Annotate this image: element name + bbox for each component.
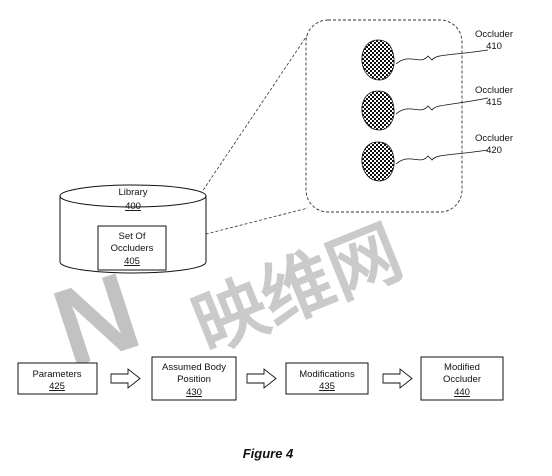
occluder-set-box: Set Of Occluders 405 xyxy=(97,225,167,271)
occluder-410-leader xyxy=(395,49,489,65)
flow-box-parameters: Parameters 425 xyxy=(17,362,98,395)
occluder-415: Occluder 415 xyxy=(361,85,513,131)
occluder-set-line2: Occluders xyxy=(111,243,154,254)
occluder-420-number: 420 xyxy=(486,145,502,156)
occluder-415-number: 415 xyxy=(486,97,502,108)
occluder-set-number: 405 xyxy=(124,256,140,267)
occluder-410-label: Occluder xyxy=(475,29,513,40)
flow-box-modifications-number: 435 xyxy=(319,381,335,392)
library-label: Library xyxy=(118,187,147,198)
flow-box-modified-occluder-line2: Occluder xyxy=(443,374,481,385)
flow-box-modifications: Modifications 435 xyxy=(285,362,369,395)
occluder-420: Occluder 420 xyxy=(361,133,513,182)
flow-box-parameters-label: Parameters xyxy=(32,369,81,380)
occluder-410-shape xyxy=(361,39,395,81)
occluder-410-number: 410 xyxy=(486,41,502,52)
flow-box-assumed-body-position: Assumed Body Position 430 xyxy=(151,356,237,401)
flow-box-assumed-body-line1: Assumed Body xyxy=(162,362,226,373)
flow-box-modifications-label: Modifications xyxy=(299,369,355,380)
occluder-415-shape xyxy=(361,90,395,131)
figure-caption: Figure 4 xyxy=(243,446,294,461)
arrow-icon-2 xyxy=(246,368,277,389)
occluder-410: Occluder 410 xyxy=(361,29,513,81)
flow-arrows xyxy=(110,368,413,389)
flow-box-assumed-body-line2: Position xyxy=(177,374,211,385)
occluder-415-label: Occluder xyxy=(475,85,513,96)
flow-box-modified-occluder-number: 440 xyxy=(454,387,470,398)
flow-box-parameters-number: 425 xyxy=(49,381,65,392)
arrow-icon-1 xyxy=(110,368,141,389)
occluder-set-line1: Set Of xyxy=(119,231,146,242)
arrow-icon-3 xyxy=(382,368,413,389)
flow-box-modified-occluder-line1: Modified xyxy=(444,362,480,373)
occluder-420-shape xyxy=(361,141,395,182)
flow-box-modified-occluder: Modified Occluder 440 xyxy=(420,356,504,401)
occluder-415-leader xyxy=(395,97,489,115)
library-number: 400 xyxy=(125,201,141,212)
flow-box-assumed-body-number: 430 xyxy=(186,387,202,398)
occluder-420-label: Occluder xyxy=(475,133,513,144)
occluder-420-leader xyxy=(395,149,489,165)
watermark-text: 映维网 xyxy=(183,212,413,367)
